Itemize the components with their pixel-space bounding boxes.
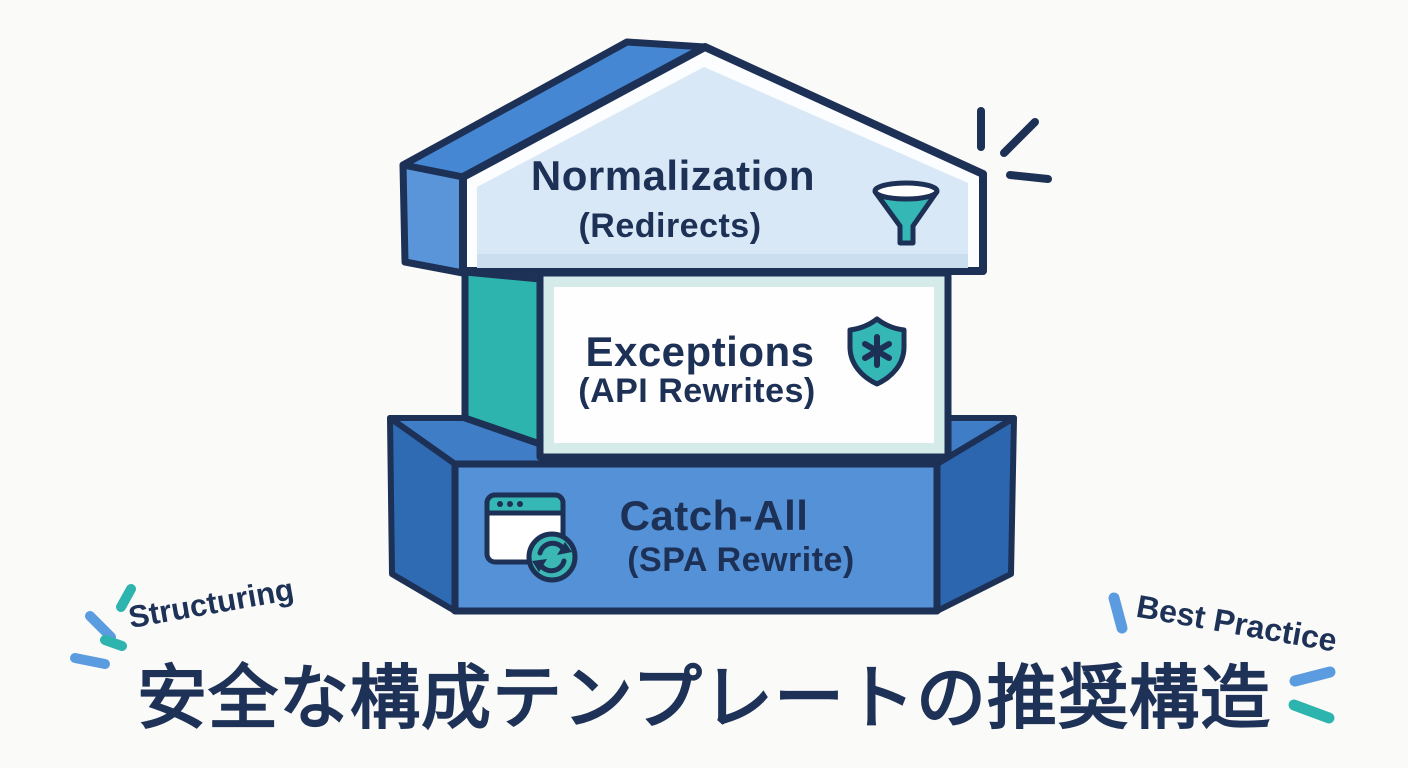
catch-all-title: Catch-All: [620, 492, 809, 539]
funnel-icon: [872, 180, 940, 246]
browser-refresh-icon: [484, 492, 578, 583]
sparkle-top-right: [977, 107, 1052, 183]
page-title: 安全な構成テンプレートの推奨構造: [137, 659, 1271, 737]
sparkle-bottom-left: [70, 584, 136, 669]
normalization-title: Normalization: [531, 152, 815, 199]
roof-inner-panel: [477, 67, 968, 268]
sparkle-bottom-right: [1288, 666, 1336, 724]
layer-normalization: [399, 38, 987, 277]
shield-asterisk-icon: [847, 316, 907, 387]
roof-bottom-shade: [477, 254, 968, 268]
middle-left-face: [461, 268, 544, 448]
catch-all-subtitle: (SPA Rewrite): [627, 541, 855, 579]
roof-left-face: [399, 161, 467, 277]
normalization-subtitle: (Redirects): [578, 207, 761, 245]
sparkle-best-practice: [1108, 592, 1128, 634]
exceptions-title: Exceptions: [585, 328, 814, 375]
exceptions-subtitle: (API Rewrites): [578, 372, 816, 410]
